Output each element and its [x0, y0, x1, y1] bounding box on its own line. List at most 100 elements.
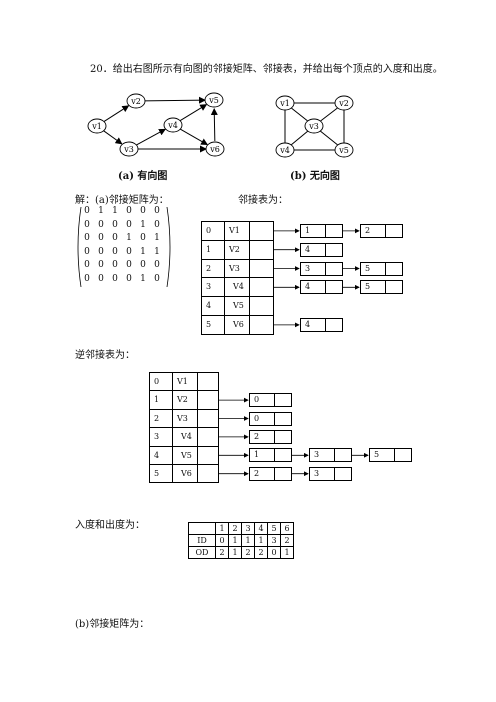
degree-cell: 2	[215, 546, 229, 559]
degree-cell: 1	[280, 546, 294, 559]
list-pointer-cell	[249, 315, 274, 335]
matrix-cell: 0	[112, 274, 118, 284]
node-label: v6	[209, 145, 220, 154]
list-pointer-cell	[197, 445, 219, 465]
degree-row-header: ID	[188, 534, 216, 547]
node-label: v3	[123, 145, 134, 154]
edge-v1-v2	[103, 105, 130, 123]
degree-cell: 2	[228, 522, 242, 535]
list-node-next	[325, 317, 343, 332]
matrix-cell: 0	[126, 260, 132, 271]
matrix-cell: 0	[84, 260, 90, 271]
part-b-label: (b)邻接矩阵为：	[75, 619, 150, 630]
degree-cell: 2	[241, 546, 255, 559]
list-pointer-cell	[197, 464, 219, 484]
node-v4: v4	[163, 117, 183, 133]
degree-cell: 1	[215, 522, 229, 535]
list-pointer-cell	[197, 390, 219, 410]
list-node-next	[334, 466, 352, 481]
matrix-cell: 1	[140, 246, 146, 257]
list-pointer-cell	[197, 427, 219, 447]
node-label: v2	[338, 99, 349, 108]
list-vertex-cell: V5	[172, 445, 198, 465]
list-index-cell: 1	[149, 390, 173, 410]
matrix-cell: 1	[154, 233, 160, 244]
list-node-value: 1	[249, 448, 275, 463]
list-node-next	[274, 393, 292, 408]
list-index-cell: 0	[149, 372, 173, 392]
edge-v3-v4	[135, 128, 166, 146]
degree-label: 入度和出度为：	[75, 520, 145, 531]
degree-cell: 1	[228, 534, 242, 547]
matrix-cell: 0	[84, 219, 90, 230]
list-node-next	[274, 466, 292, 481]
list-node-next	[385, 261, 403, 276]
node-label: v5	[208, 96, 219, 105]
list-node-value: 2	[249, 429, 275, 444]
node-label: v2	[130, 97, 141, 106]
edge-v2-v5	[143, 96, 207, 104]
matrix-cell: 0	[112, 233, 118, 244]
matrix-cell: 0	[154, 219, 160, 230]
list-node-next	[274, 411, 292, 426]
matrix-cell: 0	[140, 260, 146, 271]
list-node-next	[385, 223, 403, 238]
list-node-next	[325, 223, 343, 238]
list-node-value: 3	[309, 466, 335, 481]
list-vertex-cell: V2	[172, 390, 198, 410]
edge-v6-v5	[210, 107, 218, 142]
list-node-next	[325, 280, 343, 295]
node-label: v1	[279, 99, 290, 108]
list-index-cell: 2	[149, 408, 173, 429]
node-v3: v3	[304, 118, 324, 134]
list-index-cell: 3	[149, 427, 173, 447]
degree-cell: 1	[254, 534, 268, 547]
node-v1: v1	[87, 118, 107, 134]
list-node-next	[325, 242, 343, 257]
degree-cell: 2	[254, 546, 268, 559]
matrix-cell: 0	[126, 219, 132, 230]
matrix-cell: 0	[84, 233, 90, 244]
list-node-next	[325, 261, 343, 276]
matrix-cell: 0	[112, 260, 118, 271]
degree-cell: 2	[280, 534, 294, 547]
edge-v4-v6	[179, 128, 209, 146]
list-node-next	[334, 448, 352, 463]
matrix-cell: 0	[140, 206, 146, 216]
matrix-cell: 0	[84, 206, 90, 216]
list-node-next	[274, 429, 292, 444]
node-v4: v4	[275, 142, 295, 158]
degree-cell: 5	[267, 522, 281, 535]
list-node-value: 2	[249, 466, 275, 481]
degree-cell: 1	[228, 546, 242, 559]
matrix-cell: 0	[126, 246, 132, 257]
node-label: v3	[308, 122, 319, 131]
matrix-cell: 0	[112, 246, 118, 257]
degree-cell: 4	[254, 522, 268, 535]
degree-cell: 1	[241, 534, 255, 547]
matrix-cell: 0	[84, 246, 90, 257]
degree-cell: 0	[215, 534, 229, 547]
matrix-cell: 0	[126, 206, 132, 216]
matrix-cell: 0	[154, 260, 160, 271]
node-v5: v5	[204, 92, 224, 108]
list-pointer-cell	[197, 372, 219, 392]
list-node-next	[274, 448, 292, 463]
question-text: 20．给出右图所示有向图的邻接矩阵、邻接表，并给出每个顶点的入度和出度。	[90, 64, 443, 75]
matrix-cell: 0	[98, 233, 104, 244]
list-vertex-cell: V1	[172, 372, 198, 392]
list-node-next	[394, 448, 412, 463]
matrix-cell: 0	[98, 219, 104, 230]
matrix-cell: 0	[154, 274, 160, 284]
node-label: v1	[91, 122, 102, 131]
inverse-label: 逆邻接表为：	[75, 350, 135, 361]
degree-cell: 3	[267, 534, 281, 547]
node-label: v4	[167, 121, 178, 130]
matrix-cell: 0	[98, 260, 104, 271]
matrix-cell: 0	[98, 274, 104, 284]
degree-row-header: OD	[188, 546, 216, 559]
